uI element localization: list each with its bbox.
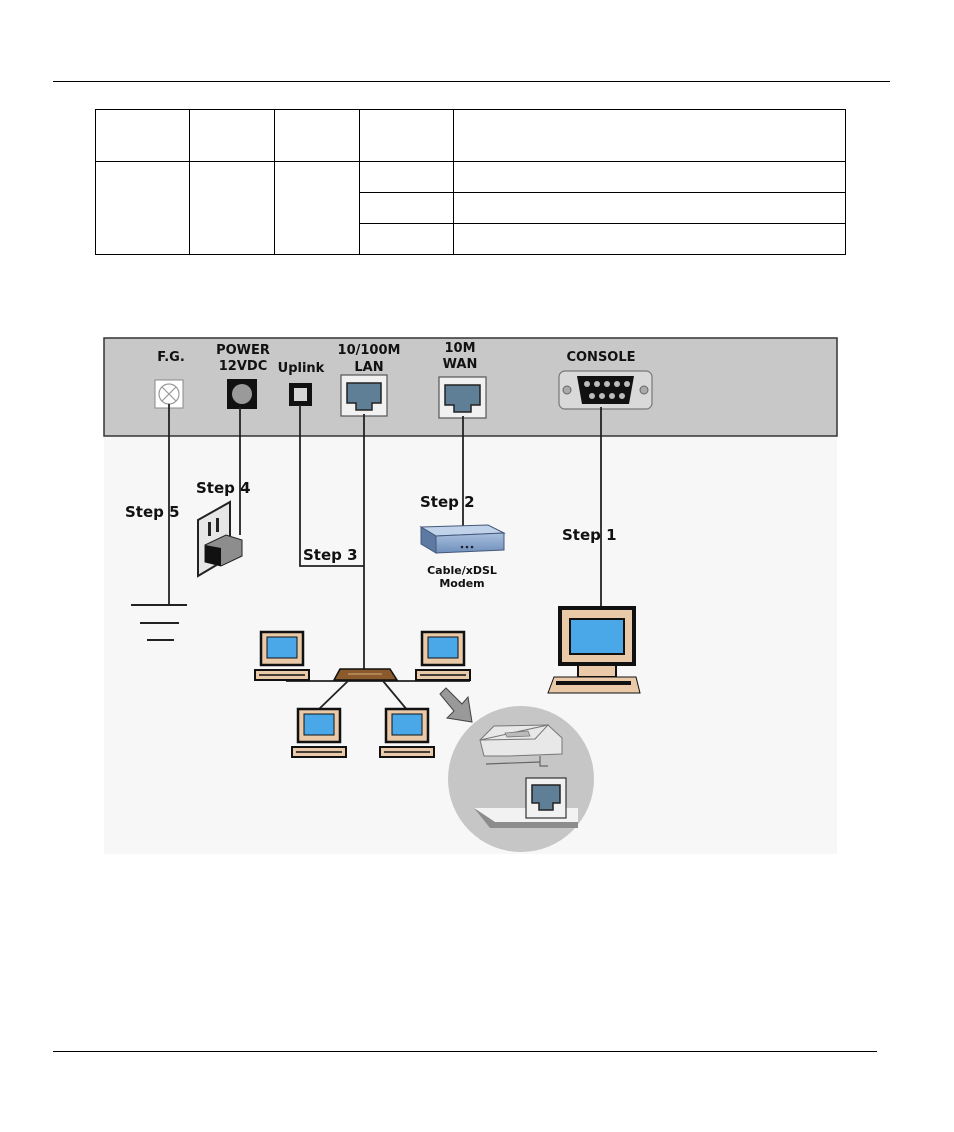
step-1-label: Step 1 bbox=[562, 526, 617, 544]
power-label: POWER bbox=[216, 343, 270, 358]
power-jack-icon bbox=[227, 379, 257, 409]
table-cell bbox=[453, 192, 846, 224]
table-row bbox=[95, 109, 846, 162]
console-port-icon bbox=[558, 370, 653, 410]
table-cell bbox=[359, 192, 454, 224]
ground-symbol-icon bbox=[131, 604, 187, 641]
wan-label: WAN bbox=[443, 357, 478, 372]
footer-rule bbox=[53, 1051, 877, 1052]
table-cell bbox=[274, 109, 360, 162]
console-label: CONSOLE bbox=[566, 350, 635, 365]
modem-icon bbox=[419, 524, 506, 554]
uplink-label: Uplink bbox=[278, 361, 325, 376]
wall-outlet-icon bbox=[197, 500, 243, 578]
info-table bbox=[95, 109, 846, 255]
lan-label-speed: 10/100M bbox=[338, 343, 401, 358]
table-cell bbox=[189, 161, 275, 255]
table-cell bbox=[359, 223, 454, 255]
header-rule bbox=[53, 81, 890, 82]
table-cell bbox=[453, 223, 846, 255]
table-cell bbox=[95, 161, 190, 255]
lan-label: LAN bbox=[354, 360, 383, 375]
console-computer-icon bbox=[547, 606, 641, 694]
power-voltage-label: 12VDC bbox=[219, 359, 267, 374]
table-cell bbox=[359, 161, 454, 193]
step-4-label: Step 4 bbox=[196, 479, 251, 497]
step-5-label: Step 5 bbox=[125, 503, 180, 521]
modem-label-2: Modem bbox=[439, 577, 484, 590]
table-cell bbox=[453, 109, 846, 162]
lan-computer-icon bbox=[379, 707, 435, 758]
lan-computer-icon bbox=[415, 630, 471, 681]
wan-label-speed: 10M bbox=[444, 341, 475, 356]
step-3-label: Step 3 bbox=[303, 546, 358, 564]
arrow-down-right-icon bbox=[439, 687, 473, 723]
lan-computer-icon bbox=[254, 630, 310, 681]
uplink-button-icon bbox=[289, 383, 312, 406]
fg-label: F.G. bbox=[157, 350, 185, 365]
lan-port-icon bbox=[340, 374, 388, 417]
wan-port-icon bbox=[438, 376, 487, 419]
table-row bbox=[95, 161, 846, 255]
ground-terminal-icon bbox=[154, 379, 184, 409]
table-row bbox=[96, 192, 846, 224]
hub-icon bbox=[332, 668, 399, 681]
lan-computer-icon bbox=[291, 707, 347, 758]
cables bbox=[168, 404, 602, 674]
table-row bbox=[96, 223, 846, 255]
rj45-detail-icon bbox=[448, 706, 594, 852]
step-2-label: Step 2 bbox=[420, 493, 475, 511]
table-cell bbox=[274, 161, 360, 255]
modem-label: Cable/xDSL bbox=[427, 564, 497, 577]
